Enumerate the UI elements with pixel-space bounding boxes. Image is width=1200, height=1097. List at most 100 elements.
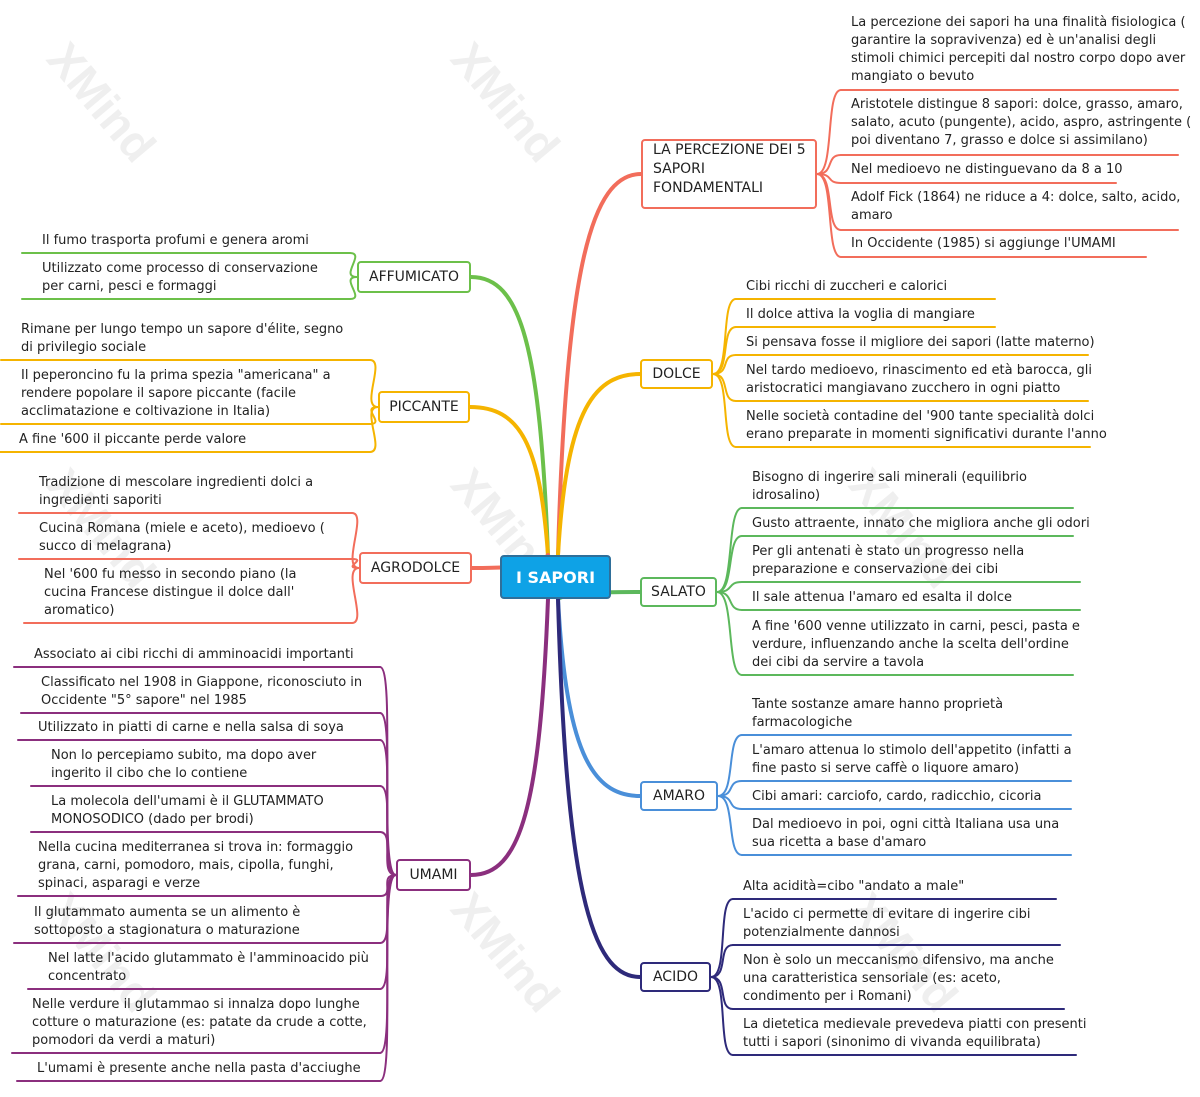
subtopic-text-line: ingredienti saporiti: [39, 493, 162, 508]
topic-piccante[interactable]: PICCANTE: [378, 391, 470, 423]
subtopic-text-line: Aristotele distingue 8 sapori: dolce, gr…: [851, 97, 1183, 112]
subtopic-salato[interactable]: A fine '600 venne utilizzato in carni, p…: [752, 618, 1080, 672]
subtopic-dolce[interactable]: Nel tardo medioevo, rinascimento ed età …: [746, 362, 1092, 398]
subtopic-text-line: Bisogno di ingerire sali minerali (equil…: [752, 470, 1027, 485]
topic-affumicato[interactable]: AFFUMICATO: [357, 261, 471, 293]
subtopic-percezione[interactable]: Aristotele distingue 8 sapori: dolce, gr…: [851, 96, 1191, 150]
subtopic-salato[interactable]: Gusto attraente, innato che migliora anc…: [752, 515, 1090, 533]
subtopic-text-line: sua ricetta a base d'amaro: [752, 835, 927, 850]
subtopic-umami[interactable]: Associato ai cibi ricchi di amminoacidi …: [34, 646, 354, 664]
subtopic-dolce[interactable]: Cibi ricchi di zuccheri e calorici: [746, 278, 947, 296]
subtopic-umami[interactable]: Classificato nel 1908 in Giappone, ricon…: [41, 674, 362, 710]
subtopic-text-line: MONOSODICO (dado per brodi): [51, 812, 254, 827]
subtopic-percezione[interactable]: In Occidente (1985) si aggiunge l'UMAMI: [851, 235, 1116, 253]
central-topic[interactable]: I SAPORI: [500, 555, 611, 599]
subtopic-umami[interactable]: Nella cucina mediterranea si trova in: f…: [38, 839, 353, 893]
topic-amaro[interactable]: AMARO: [640, 781, 718, 811]
subtopic-text-line: A fine '600 venne utilizzato in carni, p…: [752, 619, 1080, 634]
subtopic-piccante[interactable]: Il peperoncino fu la prima spezia "ameri…: [21, 367, 331, 421]
subtopic-text-line: cucina Francese distingue il dolce dall': [44, 585, 295, 600]
subtopic-dolce[interactable]: Si pensava fosse il migliore dei sapori …: [746, 334, 1095, 352]
branch-connector: [469, 597, 550, 877]
subtopic-percezione[interactable]: Adolf Fick (1864) ne riduce a 4: dolce, …: [851, 189, 1180, 225]
subtopic-text-line: condimento per i Romani): [743, 989, 912, 1004]
subtopic-acido[interactable]: La dietetica medievale prevedeva piatti …: [743, 1016, 1087, 1052]
subtopic-text-line: idrosalino): [752, 488, 821, 503]
topic-label: UMAMI: [409, 866, 458, 883]
subtopic-affumicato[interactable]: Il fumo trasporta profumi e genera aromi: [42, 232, 309, 250]
subtopic-connector: [379, 831, 397, 876]
subtopic-connector: [712, 298, 737, 375]
subtopic-salato[interactable]: Bisogno di ingerire sali minerali (equil…: [752, 469, 1027, 505]
topic-salato[interactable]: SALATO: [640, 577, 717, 607]
topic-agrodolce[interactable]: AGRODOLCE: [359, 552, 472, 584]
topic-acido[interactable]: ACIDO: [640, 962, 711, 992]
topic-label-line: LA PERCEZIONE DEI 5: [653, 142, 806, 158]
subtopic-umami[interactable]: Nelle verdure il glutammao si innalza do…: [32, 996, 367, 1050]
subtopic-agrodolce[interactable]: Tradizione di mescolare ingredienti dolc…: [39, 474, 313, 510]
topic-label: DOLCE: [652, 365, 701, 382]
subtopic-text-line: erano preparate in momenti significativi…: [746, 427, 1107, 442]
subtopic-amaro[interactable]: Cibi amari: carciofo, cardo, radicchio, …: [752, 788, 1041, 806]
subtopic-text-line: Si pensava fosse il migliore dei sapori …: [746, 335, 1095, 350]
subtopic-connector: [717, 795, 743, 856]
subtopic-umami[interactable]: L'umami è presente anche nella pasta d'a…: [37, 1060, 361, 1078]
subtopic-salato[interactable]: Il sale attenua l'amaro ed esalta il dol…: [752, 589, 1012, 607]
subtopic-piccante[interactable]: Rimane per lungo tempo un sapore d'élite…: [21, 321, 343, 357]
subtopic-text-line: Non lo percepiamo subito, ma dopo aver: [51, 748, 317, 763]
subtopic-affumicato[interactable]: Utilizzato come processo di conservazion…: [42, 260, 318, 296]
subtopic-connector: [379, 785, 397, 876]
subtopic-acido[interactable]: Non è solo un meccanismo difensivo, ma a…: [743, 952, 1054, 1006]
subtopic-text-line: Non è solo un meccanismo difensivo, ma a…: [743, 953, 1054, 968]
subtopic-text-line: In Occidente (1985) si aggiunge l'UMAMI: [851, 236, 1116, 251]
subtopic-salato[interactable]: Per gli antenati è stato un progresso ne…: [752, 543, 1024, 579]
subtopic-text-line: succo di melagrana): [39, 539, 172, 554]
subtopic-umami[interactable]: Utilizzato in piatti di carne e nella sa…: [38, 719, 344, 737]
subtopic-text-line: spinaci, asparagi e verze: [38, 876, 201, 891]
subtopic-text-line: pomodori da verdi a maturi): [32, 1033, 216, 1048]
subtopic-dolce[interactable]: Nelle società contadine del '900 tante s…: [746, 408, 1107, 444]
subtopic-text-line: Occidente "5° sapore" nel 1985: [41, 693, 247, 708]
subtopic-connector: [816, 154, 842, 175]
subtopic-text-line: La percezione dei sapori ha una finalità…: [851, 15, 1186, 30]
subtopic-connector: [349, 276, 358, 300]
subtopic-text-line: Classificato nel 1908 in Giappone, ricon…: [41, 675, 363, 690]
topic-label: ACIDO: [652, 968, 699, 985]
subtopic-text-line: Gusto attraente, innato che migliora anc…: [752, 516, 1090, 531]
subtopic-text-line: Il dolce attiva la voglia di mangiare: [746, 307, 975, 322]
subtopic-acido[interactable]: Alta acidità=cibo "andato a male": [743, 878, 964, 896]
subtopic-text-line: farmacologiche: [752, 715, 853, 730]
subtopic-text-line: Nel tardo medioevo, rinascimento ed età …: [746, 363, 1092, 378]
subtopic-percezione[interactable]: Nel medioevo ne distinguevano da 8 a 10: [851, 161, 1123, 179]
subtopic-agrodolce[interactable]: Nel '600 fu messo in secondo piano (la cu…: [44, 566, 296, 620]
subtopic-amaro[interactable]: L'amaro attenua lo stimolo dell'appetito…: [752, 742, 1072, 778]
subtopic-umami[interactable]: Nel latte l'acido glutammato è l'amminoa…: [48, 950, 369, 986]
subtopic-agrodolce[interactable]: Cucina Romana (miele e aceto), medioevo …: [39, 520, 325, 556]
subtopic-piccante[interactable]: A fine '600 il piccante perde valore: [19, 431, 246, 449]
subtopic-text-line: garantire la sopravivenza) ed è un'anali…: [851, 33, 1157, 48]
subtopic-amaro[interactable]: Dal medioevo in poi, ogni città Italiana…: [752, 816, 1059, 852]
subtopic-connector: [379, 874, 397, 1082]
topic-dolce[interactable]: DOLCE: [640, 359, 713, 389]
subtopic-text-line: acclimatazione e coltivazione in Italia): [21, 404, 271, 419]
subtopic-text-line: dei cibi da servire a tavola: [752, 655, 925, 670]
topic-umami[interactable]: UMAMI: [396, 859, 471, 891]
subtopic-text-line: Per gli antenati è stato un progresso ne…: [752, 544, 1025, 559]
subtopic-text-line: Nel '600 fu messo in secondo piano (la: [44, 567, 297, 582]
subtopic-dolce[interactable]: Il dolce attiva la voglia di mangiare: [746, 306, 975, 324]
subtopic-text-line: rendere popolare il sapore piccante (fac…: [21, 386, 296, 401]
subtopic-text-line: di privilegio sociale: [21, 340, 147, 355]
branch-connector: [556, 597, 642, 979]
subtopic-acido[interactable]: L'acido ci permette di evitare di ingeri…: [743, 906, 1031, 942]
subtopic-text-line: sottoposto a stagionatura o maturazione: [34, 923, 300, 938]
topic-label: AFFUMICATO: [369, 268, 459, 285]
subtopic-text-line: Cucina Romana (miele e aceto), medioevo …: [39, 521, 325, 536]
subtopic-text-line: verdure, influenzando anche la scelta de…: [752, 637, 1069, 652]
subtopic-percezione[interactable]: La percezione dei sapori ha una finalità…: [851, 14, 1186, 86]
subtopic-connector: [717, 734, 743, 797]
